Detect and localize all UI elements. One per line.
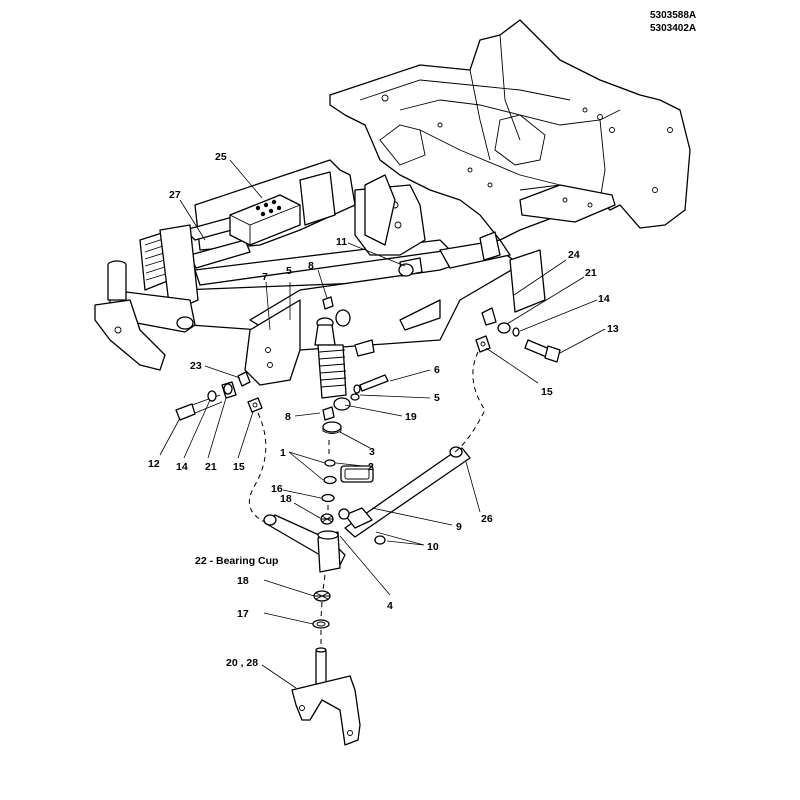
callout-17: 17 [237, 608, 249, 620]
callout-12: 12 [148, 458, 160, 470]
spindle-stack [320, 421, 374, 525]
left-hardware [175, 371, 263, 421]
callout-24: 24 [568, 249, 580, 261]
callout-14-right: 14 [598, 293, 610, 305]
callout-18-lower: 18 [237, 575, 249, 587]
front-axle [263, 446, 471, 573]
callout-27: 27 [169, 189, 181, 201]
callout-9: 9 [456, 521, 462, 533]
callout-15-left: 15 [233, 461, 245, 473]
callout-10: 10 [427, 541, 439, 553]
callout-14-left: 14 [176, 461, 188, 473]
assembly-line-right [454, 351, 486, 453]
callout-7: 7 [262, 271, 268, 283]
lower-spindle [291, 590, 361, 746]
callout-3: 3 [369, 446, 375, 458]
left-shock-assembly [94, 224, 199, 371]
callout-6: 6 [434, 364, 440, 376]
callout-16: 16 [271, 483, 283, 495]
callout-8-lower: 8 [285, 411, 291, 423]
callout-5-lower: 5 [434, 392, 440, 404]
seat-bracket [229, 194, 301, 246]
callout-23: 23 [190, 360, 202, 372]
callout-26: 26 [481, 513, 493, 525]
right-hardware [475, 307, 561, 363]
callout-21-right: 21 [585, 267, 597, 279]
callout-22-bearing-cup: 22 - Bearing Cup [195, 555, 278, 567]
assembly-line-center [320, 440, 330, 648]
callout-4: 4 [387, 600, 393, 612]
callout-11: 11 [336, 236, 347, 248]
reference-number-2: 5303402A [650, 23, 696, 34]
callout-13: 13 [607, 323, 619, 335]
callout-8-upper: 8 [308, 260, 314, 272]
callout-2: 2 [368, 461, 374, 473]
center-hardware [322, 263, 414, 421]
callout-20-28: 20 , 28 [226, 657, 258, 669]
callout-18-upper: 18 [280, 493, 292, 505]
leader-lines [159, 159, 606, 689]
callout-19: 19 [405, 411, 417, 423]
callout-15-right: 15 [541, 386, 553, 398]
callouts: 25 27 11 8 5 7 23 12 14 21 15 6 5 19 8 3… [148, 151, 619, 669]
callout-5-upper: 5 [286, 265, 292, 277]
callout-1: 1 [280, 447, 286, 459]
reference-number-1: 5303588A [650, 10, 696, 21]
center-shock-absorber [314, 317, 351, 411]
callout-25: 25 [215, 151, 227, 163]
assembly-line-left [248, 412, 267, 523]
callout-21-left: 21 [205, 461, 217, 473]
